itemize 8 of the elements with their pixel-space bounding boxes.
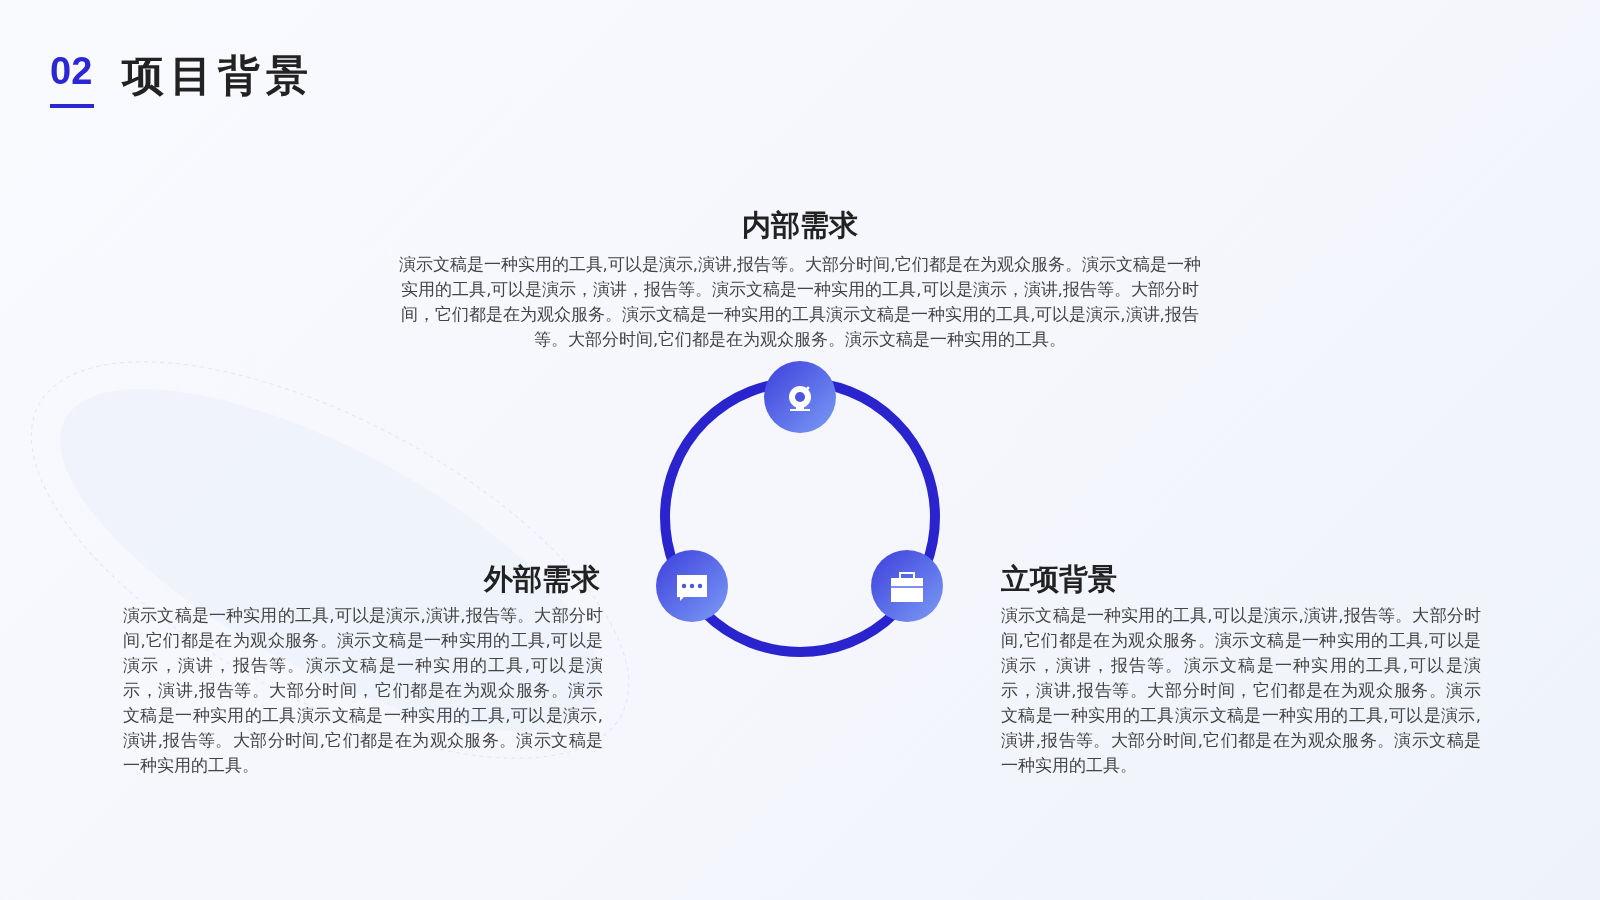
section-number: 02	[50, 50, 93, 93]
description-text: 演示文稿是一种实用的工具,可以是演示,演讲,报告等。大部分时间,它们都是在为观众服务。演示文稿是一种实用的工具,可以是演示，演讲，报告等。演示文稿是一种实用的工具,可以是演示，演讲,报告等。大部分时间，它们都是在为观众服务。演示文稿是一种实用的工具演示文稿是一种实用的工具,可以是演示,演讲,报告等。大部分时间,它们都是在为观众服务。演示文稿是一种实用的工具。	[123, 605, 603, 777]
description-text: 演示文稿是一种实用的工具,可以是演示,演讲,报告等。大部分时间,它们都是在为观众服务。演示文稿是一种实用的工具,可以是演示，演讲，报告等。演示文稿是一种实用的工具,可以是演示，演讲,报告等。大部分时间，它们都是在为观众服务。演示文稿是一种实用的工具演示文稿是一种实用的工具,可以是演示,演讲,报告等。大部分时间,它们都是在为观众服务。演示文稿是一种实用的工具。	[1001, 605, 1481, 777]
page-title: 项目背景	[122, 50, 314, 102]
section-heading: 内部需求	[741, 207, 859, 244]
section-heading: 外部需求	[482, 561, 600, 598]
description-text: 演示文稿是一种实用的工具,可以是演示,演讲,报告等。大部分时间,它们都是在为观众服务。演示文稿是一种实用的工具,可以是演示，演讲，报告等。演示文稿是一种实用的工具,可以是演示，演讲,报告等。大部分时间，它们都是在为观众服务。演示文稿是一种实用的工具演示文稿是一种实用的工具,可以是演示,演讲,报告等。大部分时间,它们都是在为观众服务。演示文稿是一种实用的工具。	[397, 254, 1203, 351]
section-heading: 立项背景	[1001, 561, 1118, 598]
